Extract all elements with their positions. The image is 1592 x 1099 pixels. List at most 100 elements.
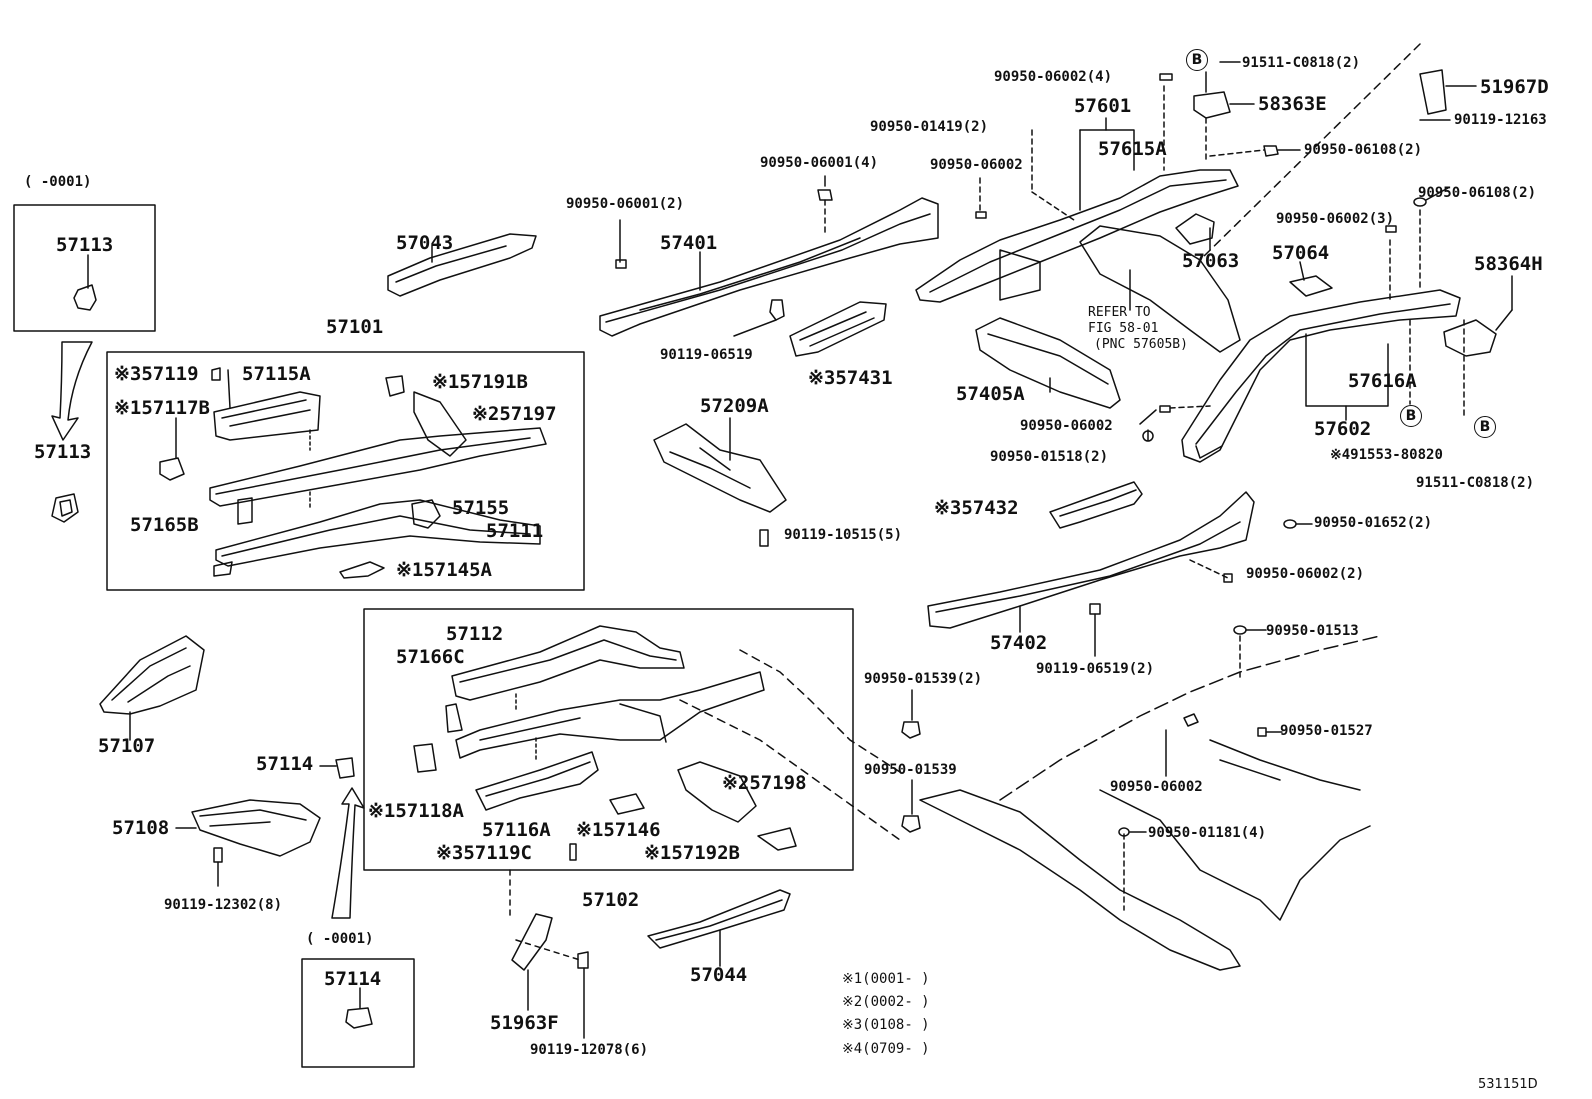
callout-57431: ※357431 <box>808 367 893 389</box>
part-57111-lower <box>216 500 540 566</box>
refer-to-line-2: FIG 58-01 <box>1088 321 1159 336</box>
callout-57401: 57401 <box>660 232 718 254</box>
part-57402 <box>928 492 1254 628</box>
circle-marker-b-1: B <box>1186 49 1208 71</box>
callout-90950-06108-2a: 90950-06108(2) <box>1304 142 1423 158</box>
part-57166C <box>446 704 462 732</box>
callout-90119-06519-2: 90119-06519(2) <box>1036 661 1155 677</box>
callout-90950-01181: 90950-01181(4) <box>1148 825 1267 841</box>
part-57107 <box>100 636 204 714</box>
part-57064 <box>1290 276 1332 296</box>
callout-57114-inset: 57114 <box>324 968 382 990</box>
callout-57118A: ※157118A <box>368 800 464 822</box>
part-57112-lower <box>456 672 764 758</box>
part-51967D <box>1420 70 1446 114</box>
callout-57111: 57111 <box>486 520 544 542</box>
part-58364H <box>1444 320 1496 356</box>
callout-90950-06002-2: 90950-06002(2) <box>1246 566 1365 582</box>
callout-57119C: ※357119C <box>436 842 532 864</box>
callout-57616A: 57616A <box>1348 370 1417 392</box>
callout-90950-01419: 90950-01419(2) <box>870 119 989 135</box>
callout-90119-12078: 90119-12078(6) <box>530 1042 649 1058</box>
circle-marker-b-3: B <box>1474 416 1496 438</box>
callout-57166C: 57166C <box>396 646 465 668</box>
callout-57192B: ※157192B <box>644 842 740 864</box>
callout-90950-01652: 90950-01652(2) <box>1314 515 1433 531</box>
part-57198 <box>678 762 756 822</box>
callout-57115A: 57115A <box>242 363 311 385</box>
callout-57146: ※157146 <box>576 819 661 841</box>
callout-91511-c0818-2a: 91511-C0818(2) <box>1242 55 1361 71</box>
diagram-id: 531151D <box>1478 1077 1538 1092</box>
callout-57043: 57043 <box>396 232 454 254</box>
note-3: ※3(0108- ) <box>842 1017 930 1033</box>
inset-box-57113 <box>14 205 155 331</box>
callout-57405A: 57405A <box>956 383 1025 405</box>
callout-57197: ※257197 <box>472 403 557 425</box>
callout-57113: 57113 <box>34 441 92 463</box>
callout-57165B: 57165B <box>130 514 199 536</box>
callout-58364H: 58364H <box>1474 253 1543 275</box>
part-57192B <box>758 828 796 850</box>
callout-57191B: ※157191B <box>432 371 528 393</box>
callout-57113-inset: 57113 <box>56 234 114 256</box>
part-57197 <box>414 392 466 456</box>
callout-90119-12302: 90119-12302(8) <box>164 897 283 913</box>
callout-57113-range: ( -0001) <box>24 174 92 190</box>
callout-58363E: 58363E <box>1258 93 1327 115</box>
callout-90950-06002-b: 90950-06002 <box>1020 418 1113 434</box>
callout-90950-01539: 90950-01539 <box>864 762 957 778</box>
part-57602 <box>1182 290 1460 462</box>
callout-57107: 57107 <box>98 735 156 757</box>
callout-57101: 57101 <box>326 316 384 338</box>
note-2: ※2(0002- ) <box>842 994 930 1010</box>
callout-57432: ※357432 <box>934 497 1019 519</box>
callout-57117B: ※157117B <box>114 397 210 419</box>
callout-90950-01527: 90950-01527 <box>1280 723 1373 739</box>
callout-57155: 57155 <box>452 497 510 519</box>
callout-90950-06002-4: 90950-06002(4) <box>994 69 1113 85</box>
callout-90950-06002-a: 90950-06002 <box>930 157 1023 173</box>
callout-57615A: 57615A <box>1098 138 1167 160</box>
arrow-57114 <box>332 788 364 918</box>
callout-57402: 57402 <box>990 632 1048 654</box>
note-1: ※1(0001- ) <box>842 971 930 987</box>
part-57431 <box>790 302 886 356</box>
part-58363E <box>1194 92 1230 118</box>
part-57601 <box>916 170 1238 302</box>
refer-to-line-3: (PNC 57605B) <box>1094 337 1188 352</box>
callout-57114-range: ( -0001) <box>306 931 374 947</box>
callout-90119-12163: 90119-12163 <box>1454 112 1547 128</box>
part-57114-inset <box>346 1008 372 1028</box>
part-51963F <box>512 914 552 970</box>
callout-90950-06108-2b: 90950-06108(2) <box>1418 185 1537 201</box>
callout-57102: 57102 <box>582 889 640 911</box>
callout-57145A: ※157145A <box>396 559 492 581</box>
inset-box-57114 <box>302 959 414 1067</box>
part-57116A <box>476 752 598 810</box>
part-57165B <box>238 498 252 524</box>
part-57432 <box>1050 482 1142 528</box>
refer-to-line-1: REFER TO <box>1088 305 1151 320</box>
callout-91511-c0818-2b: 91511-C0818(2) <box>1416 475 1535 491</box>
part-57112 <box>452 626 684 700</box>
callout-90950-01539-2: 90950-01539(2) <box>864 671 983 687</box>
callout-90119-10515: 90119-10515(5) <box>784 527 903 543</box>
callout-51963F: 51963F <box>490 1012 559 1034</box>
part-57405A <box>976 318 1120 408</box>
callout-57116A: 57116A <box>482 819 551 841</box>
part-57118A <box>414 744 436 772</box>
part-57145A <box>340 562 384 578</box>
callout-57108: 57108 <box>112 817 170 839</box>
callout-57119: ※357119 <box>114 363 199 385</box>
callout-57044: 57044 <box>690 964 748 986</box>
callout-90950-06002-c: 90950-06002 <box>1110 779 1203 795</box>
part-57117B <box>160 458 184 480</box>
callout-57112: 57112 <box>446 623 504 645</box>
part-57146 <box>610 794 644 814</box>
callout-90950-01513: 90950-01513 <box>1266 623 1359 639</box>
part-57605B-ref <box>1080 226 1240 352</box>
part-57155 <box>412 500 440 528</box>
